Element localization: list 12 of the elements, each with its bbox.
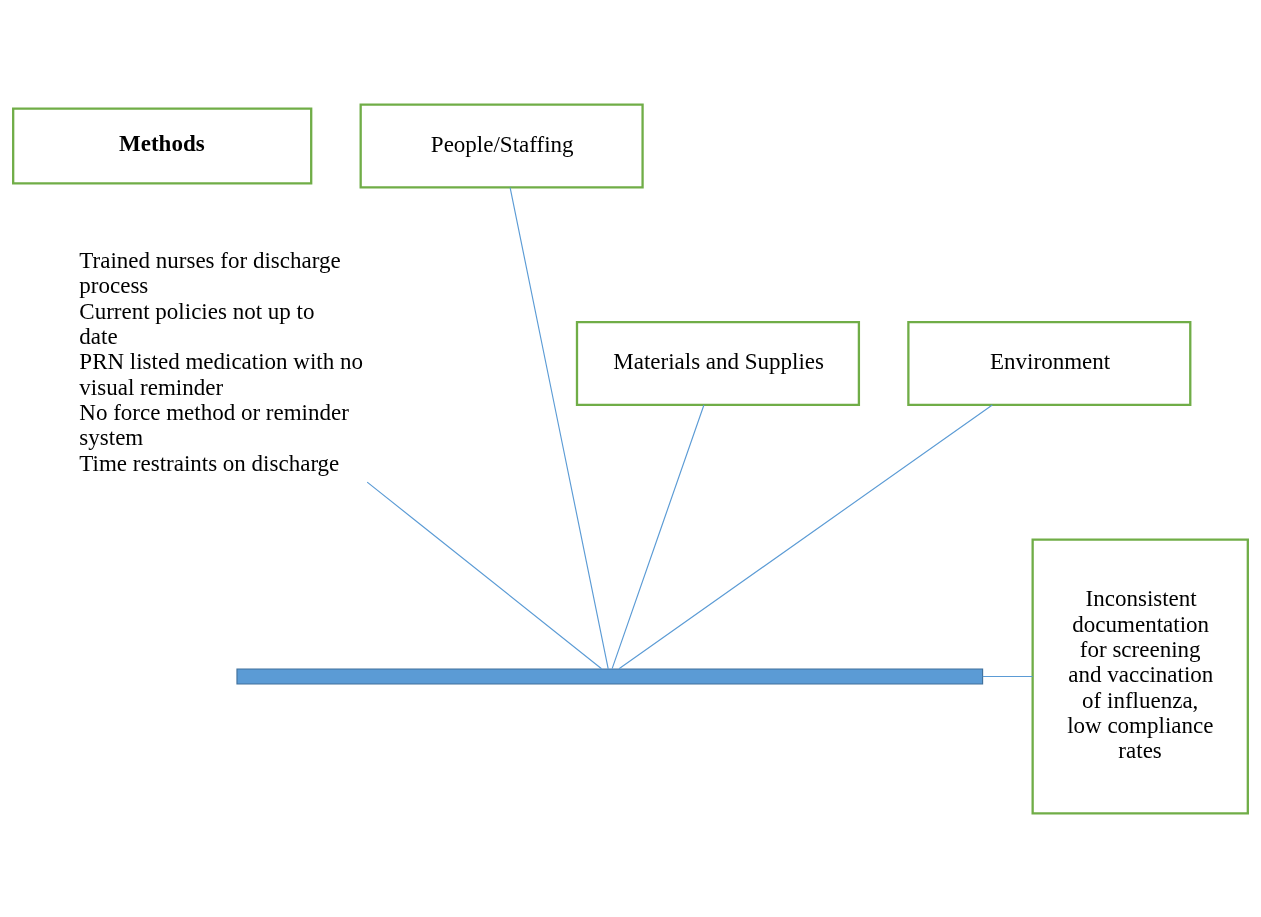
- connector: [982, 675, 1034, 677]
- connector: [509, 186, 609, 669]
- node-box: People/Staffing: [359, 102, 644, 189]
- node-text: Trained nurses for discharge process Current policies not up to date PRN listed medication with no visual reminder No force method or reminder system Time restraints on discharge: [79, 246, 363, 476]
- node-box: Methods: [12, 106, 313, 185]
- node-box: Materials and Supplies: [575, 320, 861, 406]
- connector: [611, 403, 705, 669]
- node-box: Environment: [907, 320, 1192, 406]
- node-bar: [236, 667, 984, 685]
- connector: [618, 403, 993, 669]
- node-box: Inconsistent documentation for screening and vaccination of influenza, low compliance rates: [1031, 537, 1249, 815]
- connector: [366, 481, 603, 669]
